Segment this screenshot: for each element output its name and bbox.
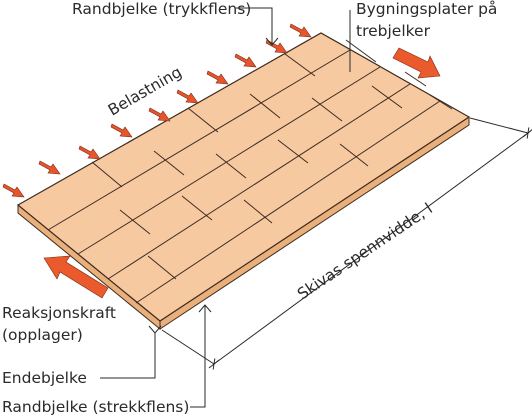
label-opplager: (opplager)	[2, 326, 83, 344]
load-arrow	[176, 89, 199, 104]
leader-endebjelke	[100, 333, 156, 379]
leader-randbjelke-trykk	[236, 7, 273, 45]
load-arrow	[289, 23, 312, 38]
leader-arrowhead	[148, 325, 162, 334]
leader-lines	[100, 7, 351, 408]
load-arrows	[2, 23, 312, 198]
load-arrow	[2, 183, 25, 198]
load-arrow	[206, 70, 229, 85]
load-arrow	[78, 145, 101, 160]
reaction-arrows	[43, 47, 441, 299]
leader-arrowhead	[198, 304, 212, 313]
label-belastning: Belastning	[105, 63, 185, 120]
load-arrow	[265, 39, 288, 54]
load-arrow	[234, 53, 257, 68]
label-endebjelke: Endebjelke	[2, 369, 87, 387]
label-randbjelke-trykkflens: Randbjelke (trykkflens)	[72, 0, 251, 18]
label-reaksjonskraft: Reaksjonskraft	[2, 304, 116, 322]
load-arrow	[110, 123, 133, 138]
label-bygningsplater: Bygningsplater på	[356, 0, 497, 18]
label-trebjelker: trebjelker	[356, 22, 431, 40]
leader-arrowhead	[265, 37, 279, 46]
label-randbjelke-strekkflens: Randbjelke (strekkflens)	[2, 398, 189, 416]
reaction-arrow-left	[43, 255, 109, 299]
load-arrow	[148, 107, 171, 122]
load-arrow	[38, 160, 61, 175]
reaction-arrow-right	[392, 47, 441, 79]
leader-randbjelke-strekk	[190, 305, 206, 408]
